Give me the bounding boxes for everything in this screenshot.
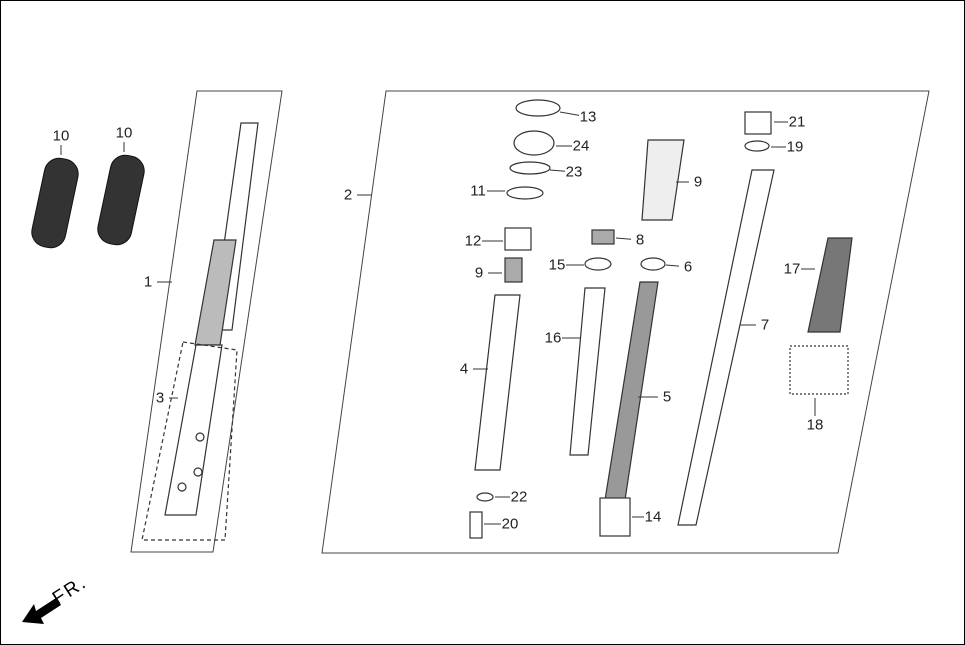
dust-seal-part — [515, 99, 561, 117]
fork-assembly-frame — [130, 90, 283, 553]
main-spring-part — [604, 281, 659, 501]
callout-24: 24 — [572, 137, 590, 155]
leader-lines — [60, 111, 816, 525]
spring-part — [504, 257, 523, 283]
inner-tube-part — [677, 169, 775, 526]
component-parts — [469, 99, 853, 539]
fork-parts-frame — [321, 90, 930, 554]
callout-8: 8 — [635, 231, 645, 249]
reflector-part — [31, 157, 79, 249]
oil-seal-part — [513, 130, 555, 156]
washer-part — [506, 186, 544, 200]
callout-10: 10 — [115, 124, 133, 142]
collar-part — [599, 497, 631, 537]
callout-23: 23 — [565, 163, 583, 181]
callout-16: 16 — [544, 329, 562, 347]
callout-9: 9 — [693, 173, 703, 191]
pipe-part — [641, 139, 685, 221]
callout-15: 15 — [548, 256, 566, 274]
damper-rod-part — [569, 287, 606, 456]
callout-11: 11 — [470, 182, 486, 200]
callout-18: 18 — [806, 416, 824, 434]
callout-10: 10 — [52, 127, 70, 145]
callout-7: 7 — [760, 316, 770, 334]
callout-9: 9 — [474, 264, 484, 282]
callout-1: 1 — [143, 273, 153, 291]
callout-21: 21 — [788, 113, 806, 131]
leader-line — [559, 111, 580, 116]
callout-6: 6 — [683, 258, 693, 276]
leader-line — [665, 264, 680, 267]
callout-5: 5 — [662, 388, 672, 406]
spring-part — [591, 229, 615, 245]
circlip-part — [509, 161, 551, 175]
clamp-kit-part — [789, 345, 849, 395]
reflector-part — [97, 154, 145, 246]
washer-part — [476, 492, 494, 502]
arrow-down-left-icon — [22, 598, 61, 624]
callout-3: 3 — [155, 389, 165, 407]
callout-19: 19 — [786, 138, 804, 156]
callout-20: 20 — [501, 515, 519, 533]
leader-line — [549, 169, 566, 172]
boot-part — [807, 237, 853, 333]
o-ring-part — [744, 140, 770, 152]
callout-12: 12 — [464, 232, 482, 250]
leader-line — [615, 237, 632, 240]
ring-part — [640, 257, 666, 271]
ring-part — [584, 257, 612, 271]
callout-13: 13 — [579, 108, 597, 126]
callout-2: 2 — [343, 186, 353, 204]
callout-17: 17 — [783, 260, 801, 278]
callout-22: 22 — [510, 488, 528, 506]
bolt-part — [469, 511, 483, 539]
cap-bolt-part — [744, 111, 772, 135]
callout-14: 14 — [644, 508, 662, 526]
callout-4: 4 — [459, 360, 469, 378]
fork-assembly-part — [141, 122, 259, 541]
outer-tube-part — [474, 294, 521, 471]
bushing-part — [504, 227, 532, 251]
